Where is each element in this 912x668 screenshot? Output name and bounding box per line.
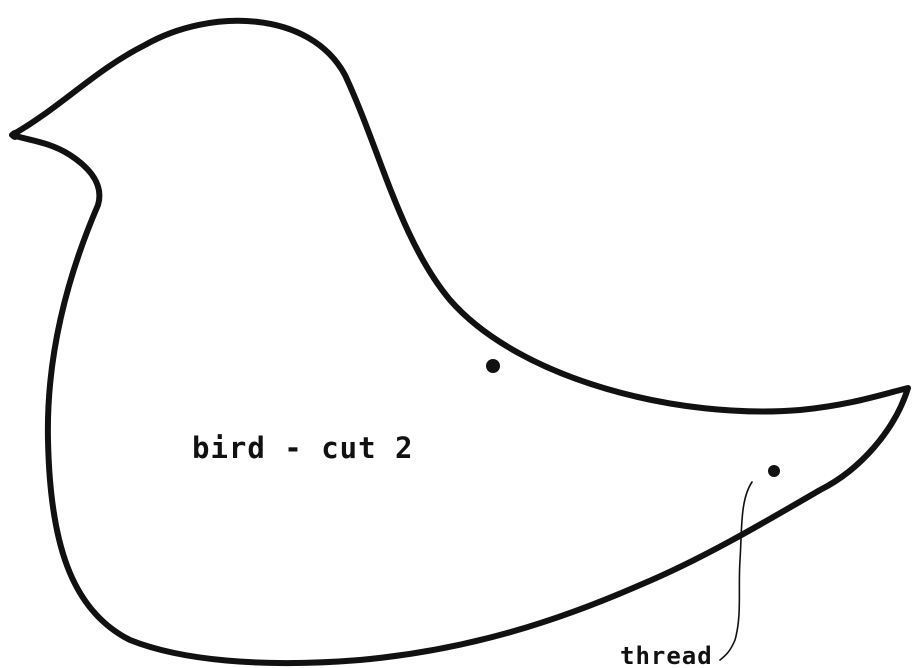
bird-outline (9, 17, 911, 667)
piece-label: bird - cut 2 (192, 431, 414, 465)
thread-marker-dot (768, 465, 780, 477)
thread-label: thread (620, 642, 713, 668)
thread-line (719, 481, 753, 661)
beak-tip-dot (10, 130, 20, 140)
wing-marker-dot (486, 359, 500, 373)
